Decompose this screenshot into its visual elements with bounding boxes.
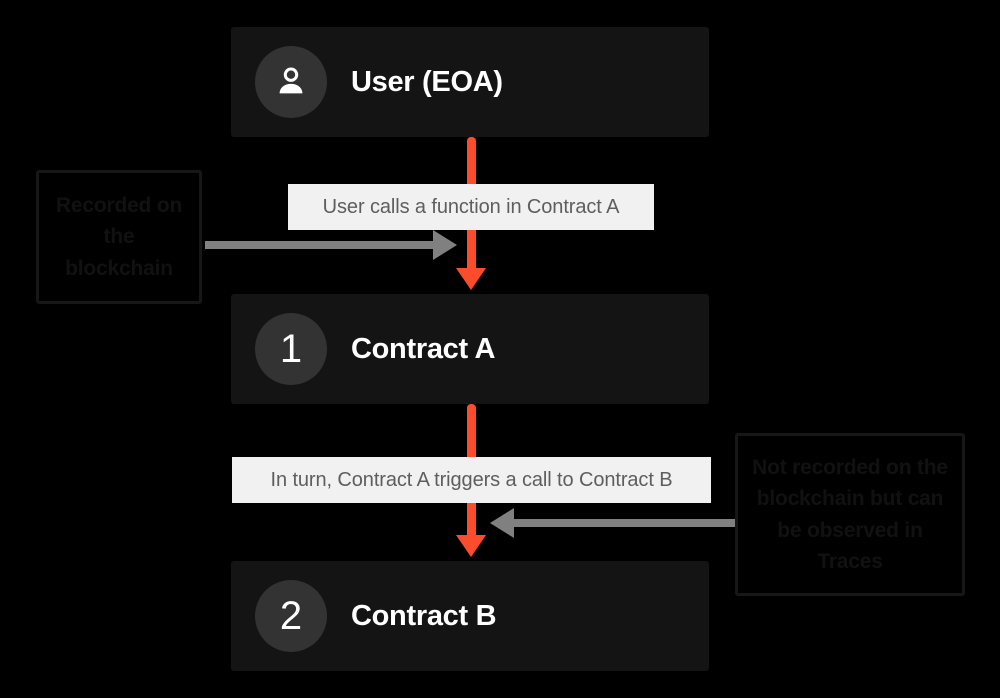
node-user[interactable]: User (EOA) bbox=[231, 27, 709, 137]
annotation-box-not-recorded: Not recorded on the blockchain but can b… bbox=[735, 433, 965, 596]
node-label-contract-b: Contract B bbox=[351, 599, 497, 632]
annotation-text-not-recorded: Not recorded on the blockchain but can b… bbox=[752, 456, 948, 573]
node-contract-b[interactable]: 2 Contract B bbox=[231, 561, 709, 671]
arrow-shaft bbox=[513, 519, 735, 527]
person-icon bbox=[279, 67, 303, 94]
node-badge-contract-a: 1 bbox=[255, 313, 327, 385]
edge-caption-contract-a-to-contract-b: In turn, Contract A triggers a call to C… bbox=[232, 457, 711, 503]
annotation-arrow-right bbox=[490, 508, 735, 538]
node-label-user: User (EOA) bbox=[351, 65, 503, 98]
node-badge-user bbox=[255, 46, 327, 118]
annotation-arrow-left bbox=[205, 230, 457, 260]
node-label-contract-a: Contract A bbox=[351, 332, 496, 365]
arrow-shaft bbox=[205, 241, 435, 249]
node-contract-a[interactable]: 1 Contract A bbox=[231, 294, 709, 404]
annotation-text-recorded: Recorded on the blockchain bbox=[55, 194, 183, 280]
edge-caption-user-to-contract-a: User calls a function in Contract A bbox=[288, 184, 654, 230]
arrow-head bbox=[490, 508, 514, 538]
node-badge-contract-b: 2 bbox=[255, 580, 327, 652]
node-badge-number: 1 bbox=[279, 327, 303, 371]
annotation-box-recorded: Recorded on the blockchain bbox=[36, 170, 202, 304]
node-badge-number: 2 bbox=[279, 594, 303, 638]
arrow-head bbox=[433, 230, 457, 260]
arrow-head bbox=[456, 268, 486, 290]
arrow-head bbox=[456, 535, 486, 557]
